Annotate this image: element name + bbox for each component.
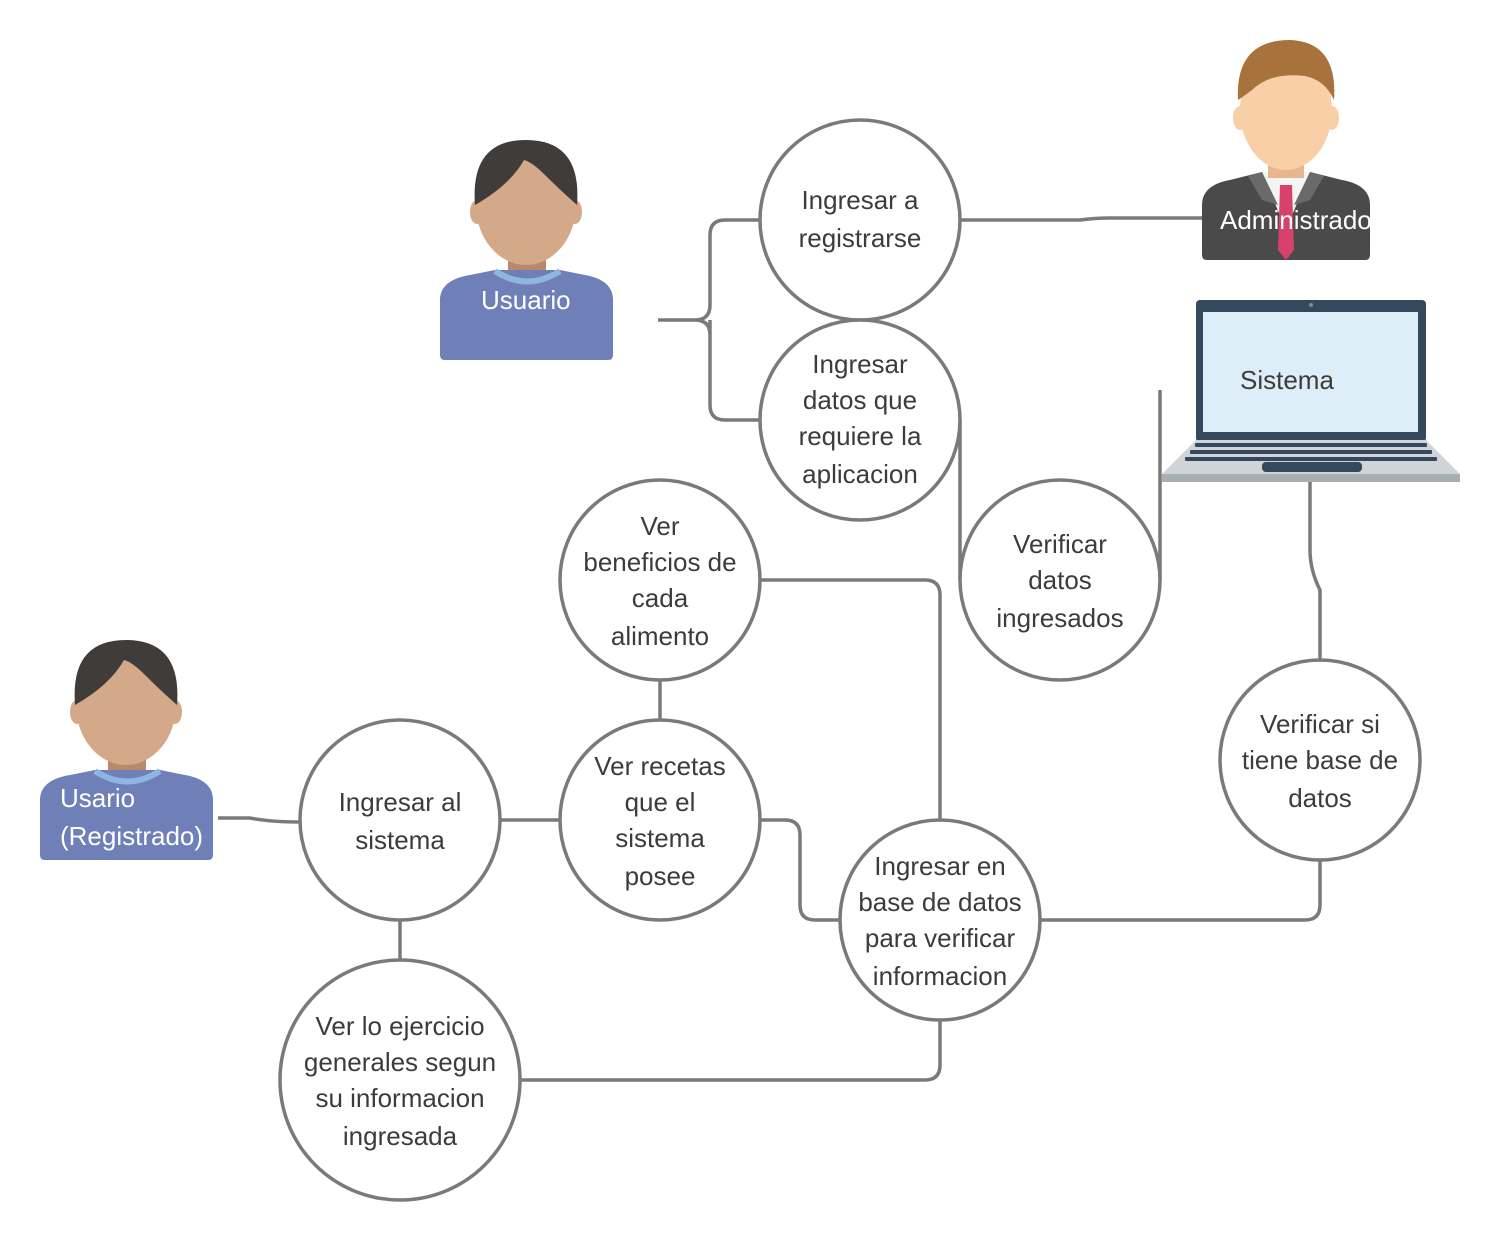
collar-shape [93, 768, 162, 785]
actor-label: Usuario [481, 285, 571, 315]
actor-label: Usario [60, 783, 135, 813]
node-circle [298, 718, 502, 922]
laptop-icon [1162, 300, 1460, 482]
node-line: cada [632, 583, 689, 613]
use-case-ver-beneficios: Ver beneficios de cada alimento [558, 478, 762, 682]
node-line: aplicacion [802, 459, 918, 489]
node-line: Ver [640, 511, 679, 541]
user-avatar-icon [40, 640, 213, 860]
node-line: informacion [873, 961, 1007, 991]
actor-usuario-registrado: Usario (Registrado) [40, 640, 213, 860]
node-line: Ingresar en [874, 851, 1006, 881]
node-circle [838, 818, 1042, 1022]
node-circle [758, 318, 962, 522]
edge-registrarse-admin [960, 216, 1203, 222]
use-case-verificar-bd: Verificar si tiene base de datos [1218, 658, 1422, 862]
node-line: Ver recetas [594, 751, 726, 781]
edge-sistema-verificarbd [1308, 480, 1322, 660]
node-line: registrarse [799, 223, 922, 253]
actor-administrador: Administrador [1202, 40, 1381, 260]
shirt-shape [440, 270, 613, 360]
node-line: sistema [615, 823, 705, 853]
hair-shape [1237, 40, 1335, 100]
node-line: beneficios de [583, 547, 736, 577]
lapel-shape [1294, 172, 1324, 205]
tie-shape [1278, 185, 1294, 260]
ear-shape [168, 700, 182, 724]
use-case-ver-ejercicio: Ver lo ejercicio generales segun su info… [278, 958, 522, 1202]
collar-shape [493, 268, 562, 285]
trackpad [1262, 462, 1362, 472]
use-case-ver-recetas: Ver recetas que el sistema posee [558, 718, 762, 922]
node-circle [958, 478, 1162, 682]
laptop-edge [1162, 474, 1460, 482]
actor-label: (Registrado) [60, 821, 203, 851]
edge-ejercicio-ingresarbd [520, 1020, 942, 1082]
laptop-screen [1203, 312, 1418, 432]
edge-verificarbd-ingresarbd [1040, 860, 1322, 922]
node-line: base de datos [858, 887, 1021, 917]
ear-shape [70, 700, 84, 724]
node-line: Ver lo ejercicio [315, 1011, 484, 1041]
ear-shape [1233, 106, 1247, 130]
node-line: datos [1028, 565, 1092, 595]
node-line: ingresada [343, 1121, 458, 1151]
node-circle [278, 958, 522, 1202]
camera-dot [1309, 303, 1313, 307]
use-case-verificar-datos: Verificar datos ingresados [958, 478, 1162, 682]
node-line: tiene base de [1242, 745, 1398, 775]
node-line: posee [625, 861, 696, 891]
actor-usuario: Usuario [440, 140, 613, 360]
lapel-shape [1248, 172, 1278, 205]
ear-shape [1325, 106, 1339, 130]
node-circle [758, 118, 962, 322]
node-line: alimento [611, 621, 709, 651]
node-line: Ingresar [812, 349, 908, 379]
ear-shape [470, 200, 484, 224]
ear-shape [568, 200, 582, 224]
use-case-ingresar-datos: Ingresar datos que requiere la aplicacio… [758, 318, 962, 522]
use-case-ingresar-bd: Ingresar en base de datos para verificar… [838, 818, 1042, 1022]
edge-beneficios-ingresarbd [760, 578, 942, 820]
edge-registrado-sistema [218, 816, 301, 824]
keyboard-keys [1185, 443, 1437, 461]
node-line: ingresados [996, 603, 1123, 633]
use-case-ingresar-registrarse: Ingresar a registrarse [758, 118, 962, 322]
node-line: sistema [355, 825, 445, 855]
node-line: su informacion [315, 1083, 484, 1113]
node-circle [1218, 658, 1422, 862]
node-line: que el [625, 787, 696, 817]
node-line: Ingresar al [339, 787, 462, 817]
node-line: Verificar si [1260, 709, 1380, 739]
node-line: generales segun [304, 1047, 496, 1077]
user-avatar-icon [440, 140, 613, 360]
edge-recetas-ingresarbd [760, 818, 840, 922]
actor-label: Sistema [1240, 365, 1334, 395]
node-line: requiere la [799, 421, 922, 451]
admin-avatar-icon [1202, 40, 1370, 260]
actor-label: Administrador [1220, 205, 1381, 235]
hair-shape [474, 140, 578, 205]
edges [218, 216, 1322, 1082]
node-line: para verificar [865, 923, 1016, 953]
node-line: Ingresar a [801, 185, 919, 215]
use-case-ingresar-sistema: Ingresar al sistema [298, 718, 502, 922]
node-line: datos [1288, 783, 1352, 813]
edge-usuario-branch [658, 218, 760, 422]
actor-sistema: Sistema [1162, 300, 1460, 482]
node-circle [558, 718, 762, 922]
hair-shape [74, 640, 178, 705]
node-circle [558, 478, 762, 682]
node-line: Verificar [1013, 529, 1107, 559]
node-line: datos que [803, 385, 917, 415]
shirt-shape [40, 770, 213, 860]
